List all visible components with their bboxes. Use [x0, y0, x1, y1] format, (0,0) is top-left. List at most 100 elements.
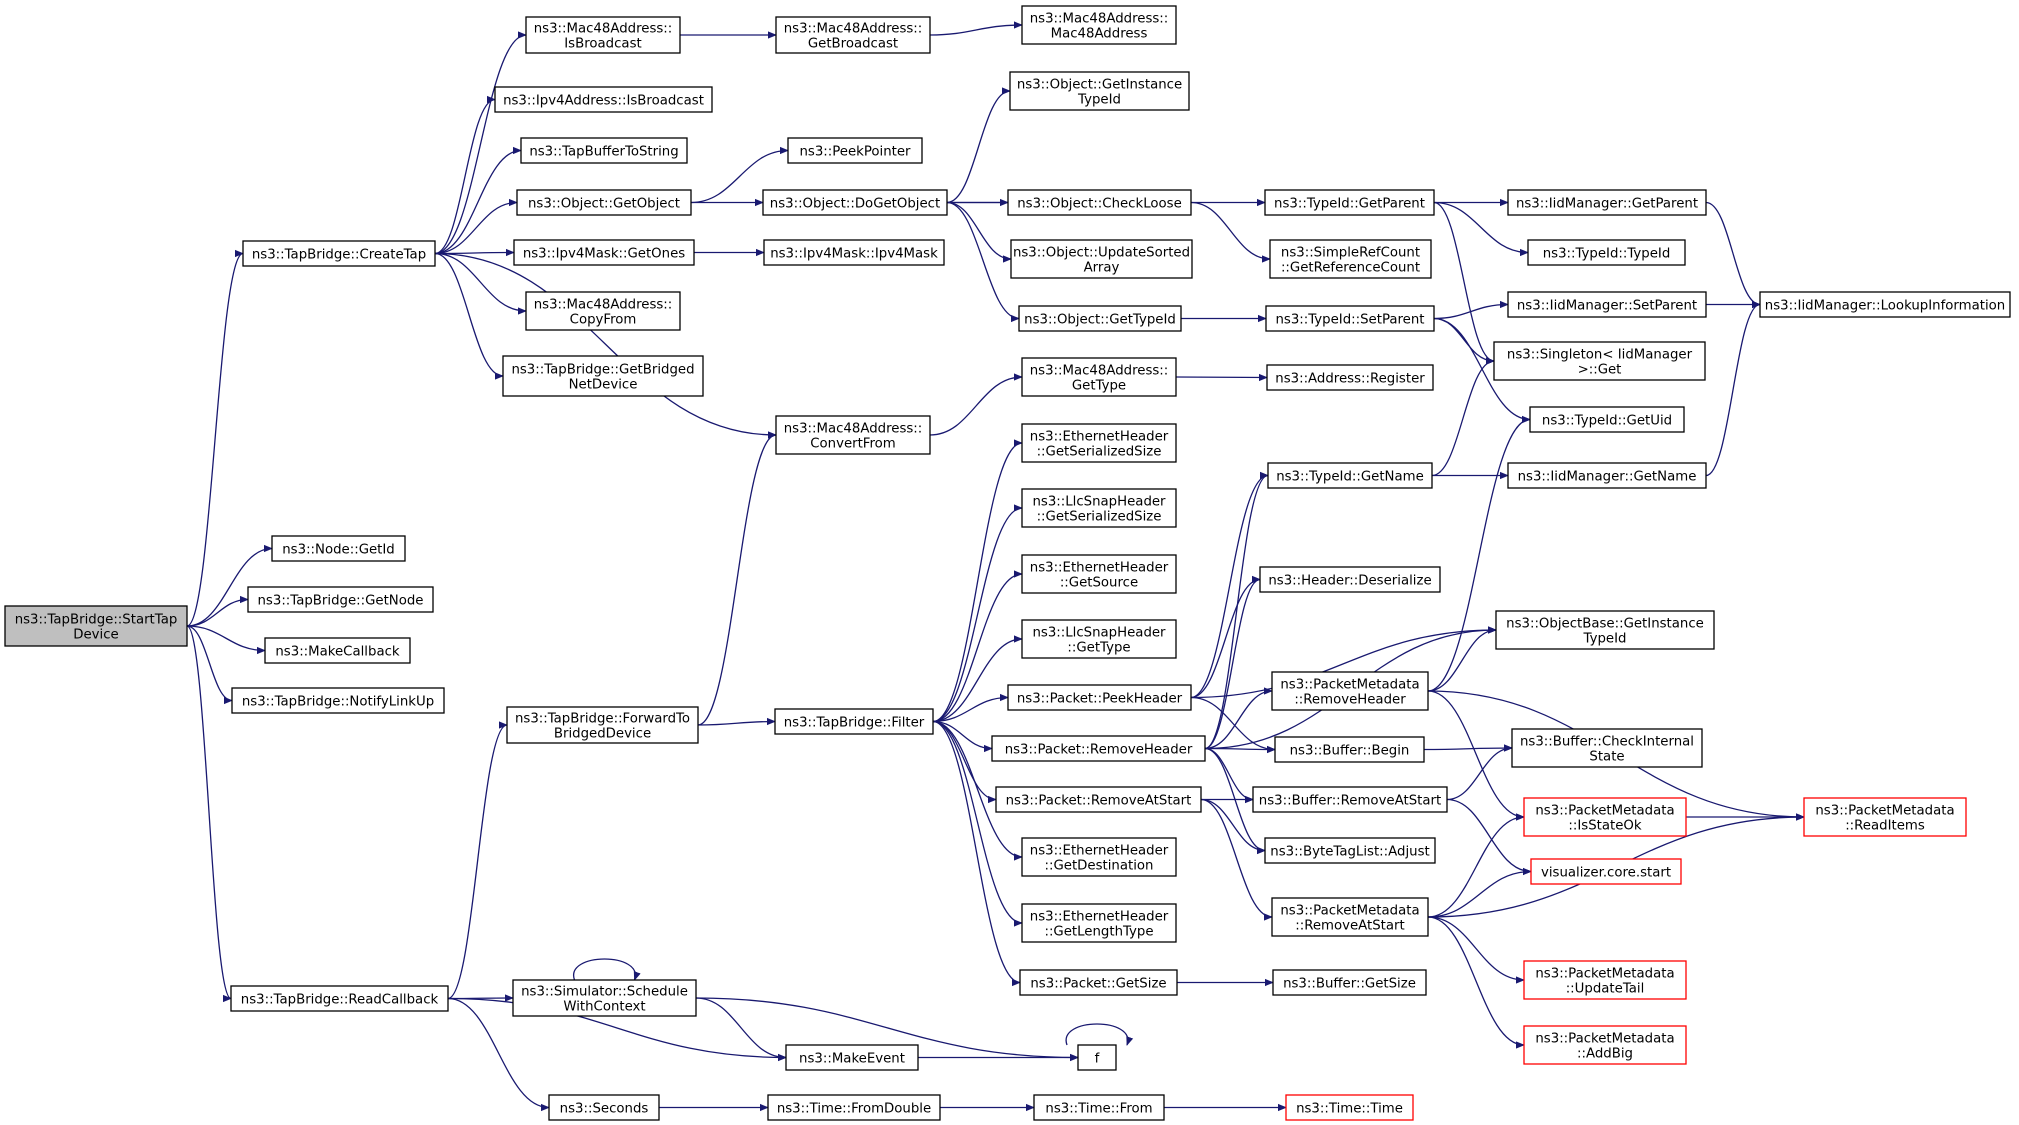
- node-f[interactable]: f: [1077, 1044, 1117, 1071]
- node-pm-remove-header[interactable]: ns3::PacketMetadata::RemoveHeader: [1271, 671, 1429, 711]
- node-iid-get-parent[interactable]: ns3::IidManager::GetParent: [1507, 189, 1707, 216]
- call-edges: [186, 21, 1805, 1112]
- node-eth-get-length-type[interactable]: ns3::EthernetHeader::GetLengthType: [1021, 903, 1177, 943]
- edge-tap-filter-to-eth-get-length-type: [932, 720, 1023, 927]
- node-label: ns3::Mac48Address::: [534, 298, 673, 313]
- node-pm-add-big[interactable]: ns3::PacketMetadata::AddBig: [1523, 1025, 1687, 1065]
- node-iid-set-parent[interactable]: ns3::IidManager::SetParent: [1507, 291, 1707, 318]
- node-llc-get-type[interactable]: ns3::LlcSnapHeader::GetType: [1021, 619, 1177, 659]
- node-notify-link-up[interactable]: ns3::TapBridge::NotifyLinkUp: [231, 687, 445, 714]
- node-box: [1495, 610, 1715, 650]
- node-packet-peek-header[interactable]: ns3::Packet::PeekHeader: [1007, 684, 1192, 711]
- node-box: [1010, 239, 1193, 279]
- node-type-id-set-parent[interactable]: ns3::TypeId::SetParent: [1265, 305, 1435, 332]
- node-byte-tag-list-adjust[interactable]: ns3::ByteTagList::Adjust: [1264, 837, 1436, 864]
- edge-buffer-remove-at-start-to-buffer-check-internal-state: [1446, 744, 1513, 801]
- node-visualizer-core-start[interactable]: visualizer.core.start: [1530, 858, 1682, 885]
- node-pm-remove-at-start[interactable]: ns3::PacketMetadata::RemoveAtStart: [1271, 897, 1429, 937]
- node-buffer-remove-at-start[interactable]: ns3::Buffer::RemoveAtStart: [1252, 786, 1448, 813]
- node-tap-buffer-to-string[interactable]: ns3::TapBufferToString: [520, 137, 688, 164]
- node-iid-get-name[interactable]: ns3::IidManager::GetName: [1507, 462, 1707, 489]
- edge-schedule-with-context-to-f: [695, 997, 1079, 1062]
- node-obj-get-object[interactable]: ns3::Object::GetObject: [516, 189, 692, 216]
- node-eth-get-serialized-size[interactable]: ns3::EthernetHeader::GetSerializedSize: [1021, 423, 1177, 463]
- node-label: ns3::MakeEvent: [799, 1052, 905, 1067]
- node-read-callback[interactable]: ns3::TapBridge::ReadCallback: [230, 985, 449, 1012]
- node-ipv4-is-broadcast[interactable]: ns3::Ipv4Address::IsBroadcast: [494, 86, 713, 113]
- node-mac-copy-from[interactable]: ns3::Mac48Address::CopyFrom: [525, 291, 681, 331]
- node-label: GetBroadcast: [808, 37, 898, 52]
- node-mac-get-type[interactable]: ns3::Mac48Address::GetType: [1021, 357, 1177, 397]
- node-seconds[interactable]: ns3::Seconds: [548, 1094, 660, 1121]
- node-type-id-get-uid[interactable]: ns3::TypeId::GetUid: [1529, 406, 1685, 433]
- node-mac-ctor[interactable]: ns3::Mac48Address::Mac48Address: [1021, 5, 1177, 45]
- node-box: [1265, 305, 1435, 332]
- node-eth-get-destination[interactable]: ns3::EthernetHeader::GetDestination: [1021, 837, 1177, 877]
- node-label: ns3::IidManager::GetName: [1518, 470, 1697, 485]
- node-eth-get-source[interactable]: ns3::EthernetHeader::GetSource: [1021, 554, 1177, 594]
- edge-schedule-with-context-to-make-event: [695, 997, 787, 1062]
- node-label: ns3::PacketMetadata: [1815, 804, 1954, 819]
- node-label: ns3::IidManager::GetParent: [1516, 197, 1698, 212]
- node-type-id-get-parent[interactable]: ns3::TypeId::GetParent: [1264, 189, 1435, 216]
- node-label: ns3::ByteTagList::Adjust: [1270, 845, 1429, 860]
- node-packet-remove-header[interactable]: ns3::Packet::RemoveHeader: [991, 735, 1206, 762]
- node-mac-is-broadcast[interactable]: ns3::Mac48Address::IsBroadcast: [525, 16, 681, 54]
- edge-iid-get-name-to-iid-lookup-information: [1705, 300, 1761, 477]
- node-label: GetType: [1072, 379, 1126, 394]
- node-box: [1507, 291, 1707, 318]
- node-node-get-id[interactable]: ns3::Node::GetId: [271, 535, 406, 562]
- edge-tap-filter-to-eth-get-destination: [932, 720, 1023, 861]
- edge-mac-get-broadcast-to-mac-ctor: [929, 21, 1023, 36]
- node-box: [1507, 462, 1707, 489]
- edge-create-tap-to-obj-get-object: [434, 198, 518, 255]
- node-packet-remove-at-start[interactable]: ns3::Packet::RemoveAtStart: [995, 786, 1202, 813]
- edge-schedule-with-context-to-schedule-with-context: [573, 958, 641, 981]
- node-box: [1259, 566, 1441, 593]
- node-ipv4-mask-get-ones[interactable]: ns3::Ipv4Mask::GetOnes: [513, 239, 695, 266]
- node-tap-filter[interactable]: ns3::TapBridge::Filter: [774, 708, 934, 735]
- node-buffer-begin[interactable]: ns3::Buffer::Begin: [1274, 736, 1425, 763]
- node-address-register[interactable]: ns3::Address::Register: [1266, 364, 1434, 391]
- node-singleton-get[interactable]: ns3::Singleton< IidManager>::Get: [1493, 341, 1706, 381]
- edge-tap-filter-to-packet-peek-header: [932, 693, 1009, 723]
- edge-pm-remove-at-start-to-pm-is-state-ok: [1427, 813, 1525, 918]
- node-mac-convert-from[interactable]: ns3::Mac48Address::ConvertFrom: [775, 415, 931, 455]
- node-create-tap[interactable]: ns3::TapBridge::CreateTap: [242, 240, 436, 267]
- node-peek-pointer[interactable]: ns3::PeekPointer: [787, 137, 923, 164]
- node-time-from[interactable]: ns3::Time::From: [1033, 1094, 1165, 1121]
- node-type-id-get-name[interactable]: ns3::TypeId::GetName: [1267, 462, 1433, 489]
- node-pm-update-tail[interactable]: ns3::PacketMetadata::UpdateTail: [1523, 960, 1687, 1000]
- node-iid-lookup-information[interactable]: ns3::IidManager::LookupInformation: [1759, 291, 2011, 318]
- node-get-node[interactable]: ns3::TapBridge::GetNode: [247, 586, 434, 613]
- node-pm-is-state-ok[interactable]: ns3::PacketMetadata::IsStateOk: [1523, 797, 1687, 837]
- node-box: [502, 355, 704, 397]
- node-buffer-get-size[interactable]: ns3::Buffer::GetSize: [1272, 969, 1427, 996]
- node-header-deserialize[interactable]: ns3::Header::Deserialize: [1259, 566, 1441, 593]
- node-ipv4-mask-ctor[interactable]: ns3::Ipv4Mask::Ipv4Mask: [763, 239, 945, 266]
- node-time-from-double[interactable]: ns3::Time::FromDouble: [767, 1094, 941, 1121]
- node-box: [1007, 189, 1192, 216]
- node-do-get-object[interactable]: ns3::Object::DoGetObject: [762, 189, 948, 216]
- node-make-event[interactable]: ns3::MakeEvent: [785, 1044, 919, 1071]
- node-mac-get-broadcast[interactable]: ns3::Mac48Address::GetBroadcast: [775, 16, 931, 54]
- node-pm-read-items[interactable]: ns3::PacketMetadata::ReadItems: [1803, 797, 1967, 837]
- node-time-time[interactable]: ns3::Time::Time: [1285, 1094, 1414, 1121]
- node-make-callback[interactable]: ns3::MakeCallback: [264, 637, 411, 664]
- node-llc-get-serialized-size[interactable]: ns3::LlcSnapHeader::GetSerializedSize: [1021, 488, 1177, 528]
- node-box: [1269, 239, 1432, 279]
- node-get-reference-count[interactable]: ns3::SimpleRefCount::GetReferenceCount: [1269, 239, 1432, 279]
- node-box: [1493, 341, 1706, 381]
- node-check-loose[interactable]: ns3::Object::CheckLoose: [1007, 189, 1192, 216]
- node-obj-get-type-id[interactable]: ns3::Object::GetTypeId: [1018, 305, 1182, 332]
- node-packet-get-size[interactable]: ns3::Packet::GetSize: [1019, 969, 1178, 996]
- node-type-id-type-id[interactable]: ns3::TypeId::TypeId: [1527, 239, 1686, 266]
